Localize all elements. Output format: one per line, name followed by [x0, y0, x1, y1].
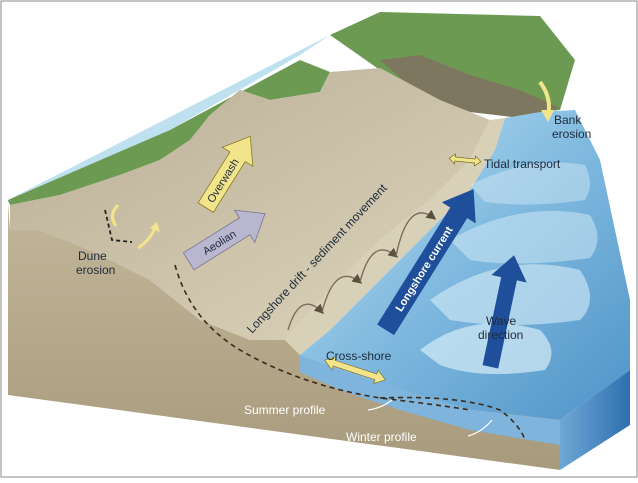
summer-pointer [367, 399, 393, 411]
wave-direction-label-line1: Wave [486, 314, 517, 328]
lagoon-water [8, 35, 330, 203]
cross-shore-label: Cross-shore [326, 349, 392, 363]
bank-erosion-arrowhead [541, 110, 554, 122]
cross-shore-arrow [324, 356, 386, 384]
wave-crest-3 [450, 210, 598, 264]
summer-profile-label: Summer profile [244, 403, 326, 417]
wave-crest-1 [420, 323, 552, 374]
barrier-vegetation [8, 60, 330, 205]
dune-erosion-arrow-2 [137, 227, 157, 250]
winter-profile-label: Winter profile [346, 430, 417, 444]
wave-direction-label-line2: direction [478, 328, 523, 342]
bluff-face [380, 55, 560, 118]
bank-erosion-label-line1: Bank [554, 113, 582, 127]
dune-erosion-arrow-1 [111, 203, 120, 227]
beach-strip [285, 118, 505, 355]
tidal-transport-label: Tidal transport [484, 157, 561, 171]
bank-erosion-label-line2: erosion [552, 127, 591, 141]
summer-profile-line [174, 264, 471, 411]
dune-erosion-label-line2: erosion [76, 263, 115, 277]
water-cross-section [300, 355, 560, 445]
winter-pointer [467, 419, 493, 437]
dune-surface [10, 68, 490, 340]
dune-erosion-label-line1: Dune [78, 249, 107, 263]
longshore-drift-hops [287, 209, 437, 331]
wave-crest-4 [470, 162, 590, 205]
winter-profile-line [379, 396, 526, 441]
dune-erosion-arrowhead [150, 222, 160, 232]
tidal-transport-arrow [448, 153, 482, 167]
ocean-side-face [560, 370, 630, 470]
wave-direction-arrow [482, 255, 527, 369]
dune-erosion-notch [104, 209, 133, 243]
